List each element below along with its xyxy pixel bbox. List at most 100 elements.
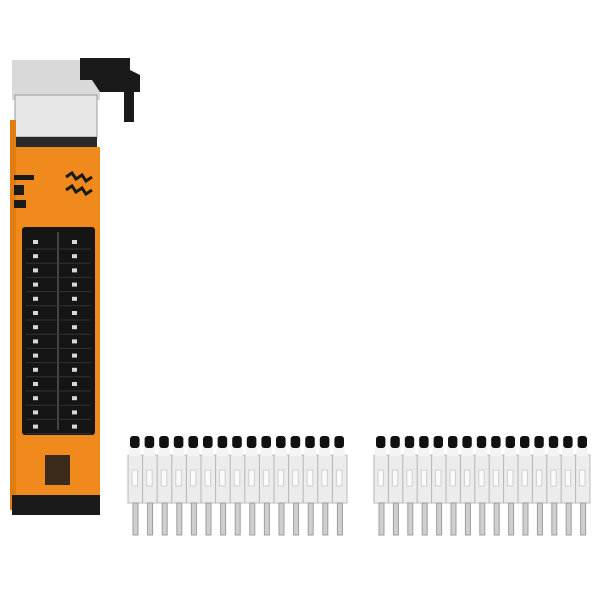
- terminal-pin: [551, 502, 558, 536]
- terminal-pin: [536, 502, 543, 536]
- terminal-top: [245, 448, 258, 456]
- terminal-top: [318, 448, 331, 456]
- connector-pin: [33, 382, 38, 386]
- terminal-pin: [249, 502, 256, 536]
- connector-pin: [33, 282, 38, 287]
- terminal-wire-entry: [521, 469, 528, 487]
- connector-pin: [72, 339, 77, 344]
- terminal-top: [403, 448, 416, 456]
- connector-pin: [33, 396, 38, 401]
- terminal-top: [275, 448, 287, 456]
- module-top-band: [15, 137, 97, 147]
- terminal-wire-entry: [492, 469, 500, 487]
- terminal-wire-entry: [306, 469, 314, 487]
- terminal-pin: [378, 502, 385, 536]
- terminal-pin: [421, 502, 428, 536]
- terminal-release-button: [334, 436, 344, 448]
- terminal-top: [533, 448, 545, 456]
- terminal-top: [187, 448, 199, 456]
- terminal-release-button: [448, 436, 458, 448]
- terminal-wire-entry: [219, 469, 226, 487]
- connector-pin: [33, 254, 38, 259]
- terminal-top: [129, 448, 141, 456]
- terminal-pin: [464, 502, 471, 536]
- terminal-top: [333, 448, 345, 456]
- connector-pin: [33, 240, 38, 244]
- terminal-wire-entry: [262, 469, 270, 487]
- connector-pin: [33, 339, 38, 344]
- terminal-release-button: [188, 436, 198, 448]
- connector-pin: [72, 325, 77, 330]
- terminal-top: [375, 448, 387, 456]
- terminal-pin: [234, 502, 241, 536]
- terminal-pin: [263, 502, 270, 536]
- terminal-wire-entry: [175, 469, 182, 487]
- terminal-pin: [176, 502, 183, 536]
- terminal-release-button: [144, 436, 155, 448]
- terminal-wire-entry: [292, 469, 299, 487]
- terminal-top: [547, 448, 560, 456]
- terminal-top: [432, 448, 444, 456]
- terminal-release-button: [548, 436, 559, 448]
- terminal-release-button: [419, 436, 429, 448]
- terminal-release-button: [390, 436, 400, 448]
- connector-pin: [33, 353, 38, 358]
- terminal-wire-entry: [146, 469, 153, 487]
- connector-pin: [72, 240, 77, 244]
- terminal-pin: [479, 502, 486, 536]
- module-side-edge: [10, 120, 16, 510]
- connector-pin: [72, 396, 77, 401]
- module-bottom-band: [12, 495, 100, 515]
- terminal-top: [576, 448, 588, 456]
- terminal-pin: [205, 502, 212, 536]
- terminal-pin: [293, 502, 300, 536]
- connector-pin: [33, 311, 38, 315]
- terminal-wire-entry: [277, 469, 285, 487]
- terminal-wire-entry: [248, 469, 255, 487]
- terminal-pin: [407, 502, 414, 536]
- terminal-wire-entry: [564, 469, 572, 487]
- module-bottom-marking: [45, 455, 70, 485]
- module-logo-mark: [65, 170, 93, 197]
- connector-pin: [72, 268, 77, 273]
- terminal-top: [231, 448, 243, 456]
- terminal-wire-entry: [189, 469, 197, 487]
- terminal-release-button: [159, 436, 169, 448]
- terminal-release-button: [203, 436, 213, 448]
- terminal-wire-entry: [406, 469, 413, 487]
- terminal-pin: [147, 502, 154, 536]
- connector-pin: [72, 410, 77, 415]
- terminal-top: [490, 448, 502, 456]
- module-marking: [14, 200, 26, 208]
- terminal-release-button: [491, 436, 501, 448]
- terminal-wire-entry: [449, 469, 456, 487]
- terminal-top: [461, 448, 473, 456]
- terminal-pin: [508, 502, 515, 536]
- terminal-pin: [307, 502, 314, 536]
- connector-pin: [33, 268, 38, 273]
- connector-pin: [72, 367, 77, 372]
- terminal-wire-entry: [550, 469, 557, 487]
- connector-pin: [33, 296, 38, 301]
- connector-pin: [72, 282, 77, 287]
- terminal-wire-entry: [321, 469, 328, 487]
- terminal-top: [447, 448, 459, 456]
- terminal-pin: [580, 502, 587, 536]
- terminal-release-button: [476, 436, 487, 448]
- terminal-pin: [322, 502, 329, 536]
- terminal-top: [418, 448, 430, 456]
- terminal-release-button: [290, 436, 301, 448]
- module-top-window: [14, 94, 98, 138]
- terminal-release-button: [246, 436, 257, 448]
- connector-pin: [33, 424, 38, 429]
- connector-pin: [72, 254, 77, 259]
- io-module: [10, 58, 140, 515]
- connector-pin: [33, 410, 38, 415]
- terminal-pin: [190, 502, 197, 536]
- terminal-wire-entry: [335, 469, 343, 487]
- terminal-pin: [392, 502, 399, 536]
- module-clip: [80, 58, 140, 122]
- terminal-wire-entry: [391, 469, 399, 487]
- terminal-pin: [522, 502, 529, 536]
